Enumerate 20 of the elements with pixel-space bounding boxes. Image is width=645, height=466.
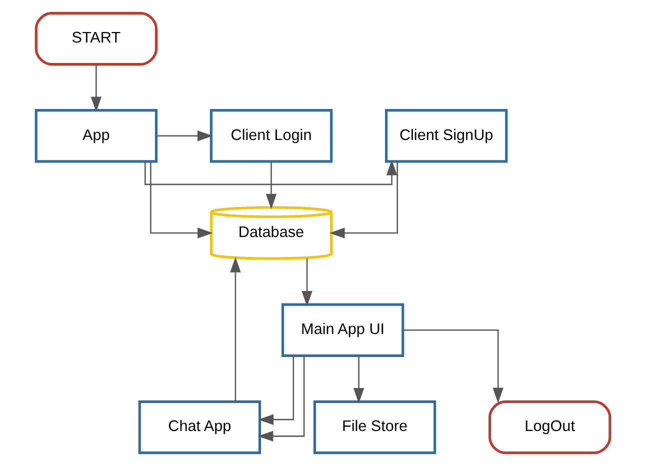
arrow [257,356,304,442]
node-box: LogOut [488,400,611,454]
arrow [402,329,503,404]
arrow [90,64,102,112]
arrow [258,356,294,425]
arrow [156,130,212,142]
node-box: App [34,109,158,163]
node-box: Chat App [138,400,261,454]
arrow [150,162,212,238]
node-box: Client Login [209,109,332,163]
node-box: Client SignUp [384,109,508,163]
arrow [230,256,240,402]
arrow [265,162,276,210]
node-box: File Store [312,400,436,454]
arrow [301,258,312,306]
arrow [328,162,398,238]
node-box: START [34,12,158,66]
arrow [144,160,397,186]
node-box: Main App UI [280,303,404,357]
arrow [352,356,364,404]
